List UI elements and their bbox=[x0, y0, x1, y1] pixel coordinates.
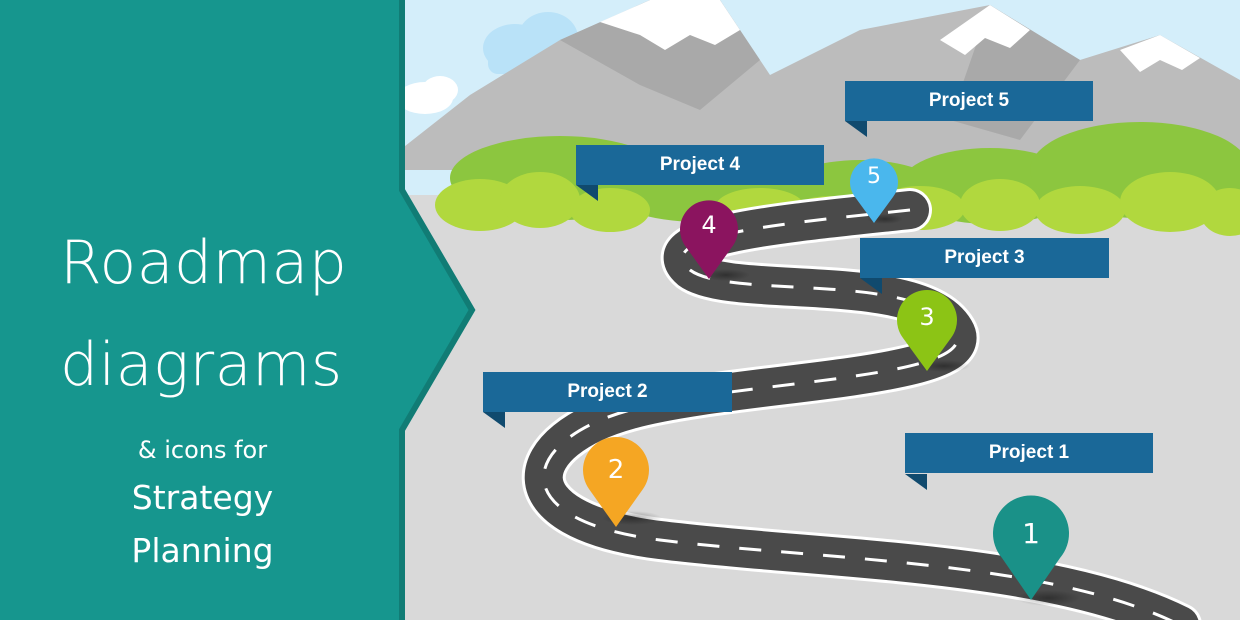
cloud-small-icon bbox=[397, 76, 458, 114]
banner-fold-5 bbox=[845, 121, 867, 137]
title-line-1: Roadmap bbox=[60, 228, 348, 298]
subtitle-line-1: & icons for bbox=[137, 436, 268, 464]
banner-fold-2 bbox=[483, 412, 505, 428]
banner-fold-3 bbox=[860, 278, 882, 294]
pin-4-number: 4 bbox=[701, 211, 717, 239]
title-panel-shape bbox=[0, 0, 470, 620]
banner-project-4: Project 4 bbox=[576, 145, 824, 185]
banner-fold-1 bbox=[905, 474, 927, 490]
subtitle-line-3: Planning bbox=[131, 531, 274, 570]
pin-5-number: 5 bbox=[867, 164, 881, 189]
pin-3-marker bbox=[897, 290, 958, 371]
banner-project-3: Project 3 bbox=[860, 238, 1109, 278]
pin-3-number: 3 bbox=[919, 303, 935, 331]
pin-2-marker bbox=[583, 437, 649, 527]
pin-4-marker bbox=[680, 200, 738, 279]
mountains bbox=[400, 0, 1240, 180]
banner-fold-4 bbox=[576, 185, 598, 201]
subtitle-line-2: Strategy bbox=[131, 478, 274, 517]
banner-project-1: Project 1 bbox=[905, 433, 1153, 473]
banner-project-5: Project 5 bbox=[845, 81, 1093, 121]
pin-5-marker bbox=[850, 158, 898, 223]
pin-1-marker bbox=[993, 495, 1069, 600]
title-panel-edge bbox=[399, 0, 476, 620]
banner-project-2: Project 2 bbox=[483, 372, 732, 412]
road bbox=[521, 188, 1202, 620]
pin-1-number: 1 bbox=[1022, 517, 1040, 550]
title-line-2: diagrams bbox=[60, 330, 343, 400]
pin-2-number: 2 bbox=[607, 455, 625, 485]
title-panel: Roadmap diagrams & icons for Strategy Pl… bbox=[0, 0, 405, 620]
